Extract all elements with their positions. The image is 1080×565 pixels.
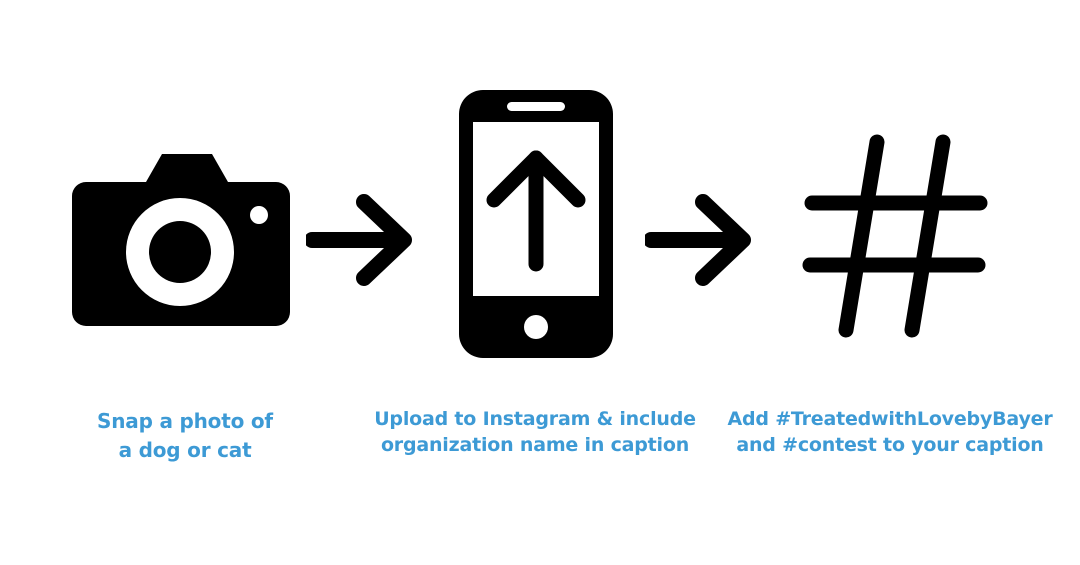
caption-line: organization name in caption [380, 434, 690, 456]
camera-icon [72, 154, 290, 326]
arrow-right-icon [306, 194, 412, 286]
step-2-caption: Upload to Instagram & include organizati… [360, 406, 710, 458]
caption-line: and #contest to your caption [736, 434, 1044, 456]
step-1-caption: Snap a photo of a dog or cat [60, 407, 310, 465]
caption-line: a dog or cat [118, 438, 252, 462]
step-3-caption: Add #TreatedwithLovebyBayer and #contest… [720, 406, 1060, 458]
caption-line: Snap a photo of [97, 409, 273, 433]
caption-line: Upload to Instagram & include [374, 408, 696, 430]
hashtag-icon [802, 134, 988, 338]
phone-upload-icon [459, 90, 613, 358]
arrow-right-icon [645, 194, 751, 286]
caption-line: Add #TreatedwithLovebyBayer [727, 408, 1053, 430]
